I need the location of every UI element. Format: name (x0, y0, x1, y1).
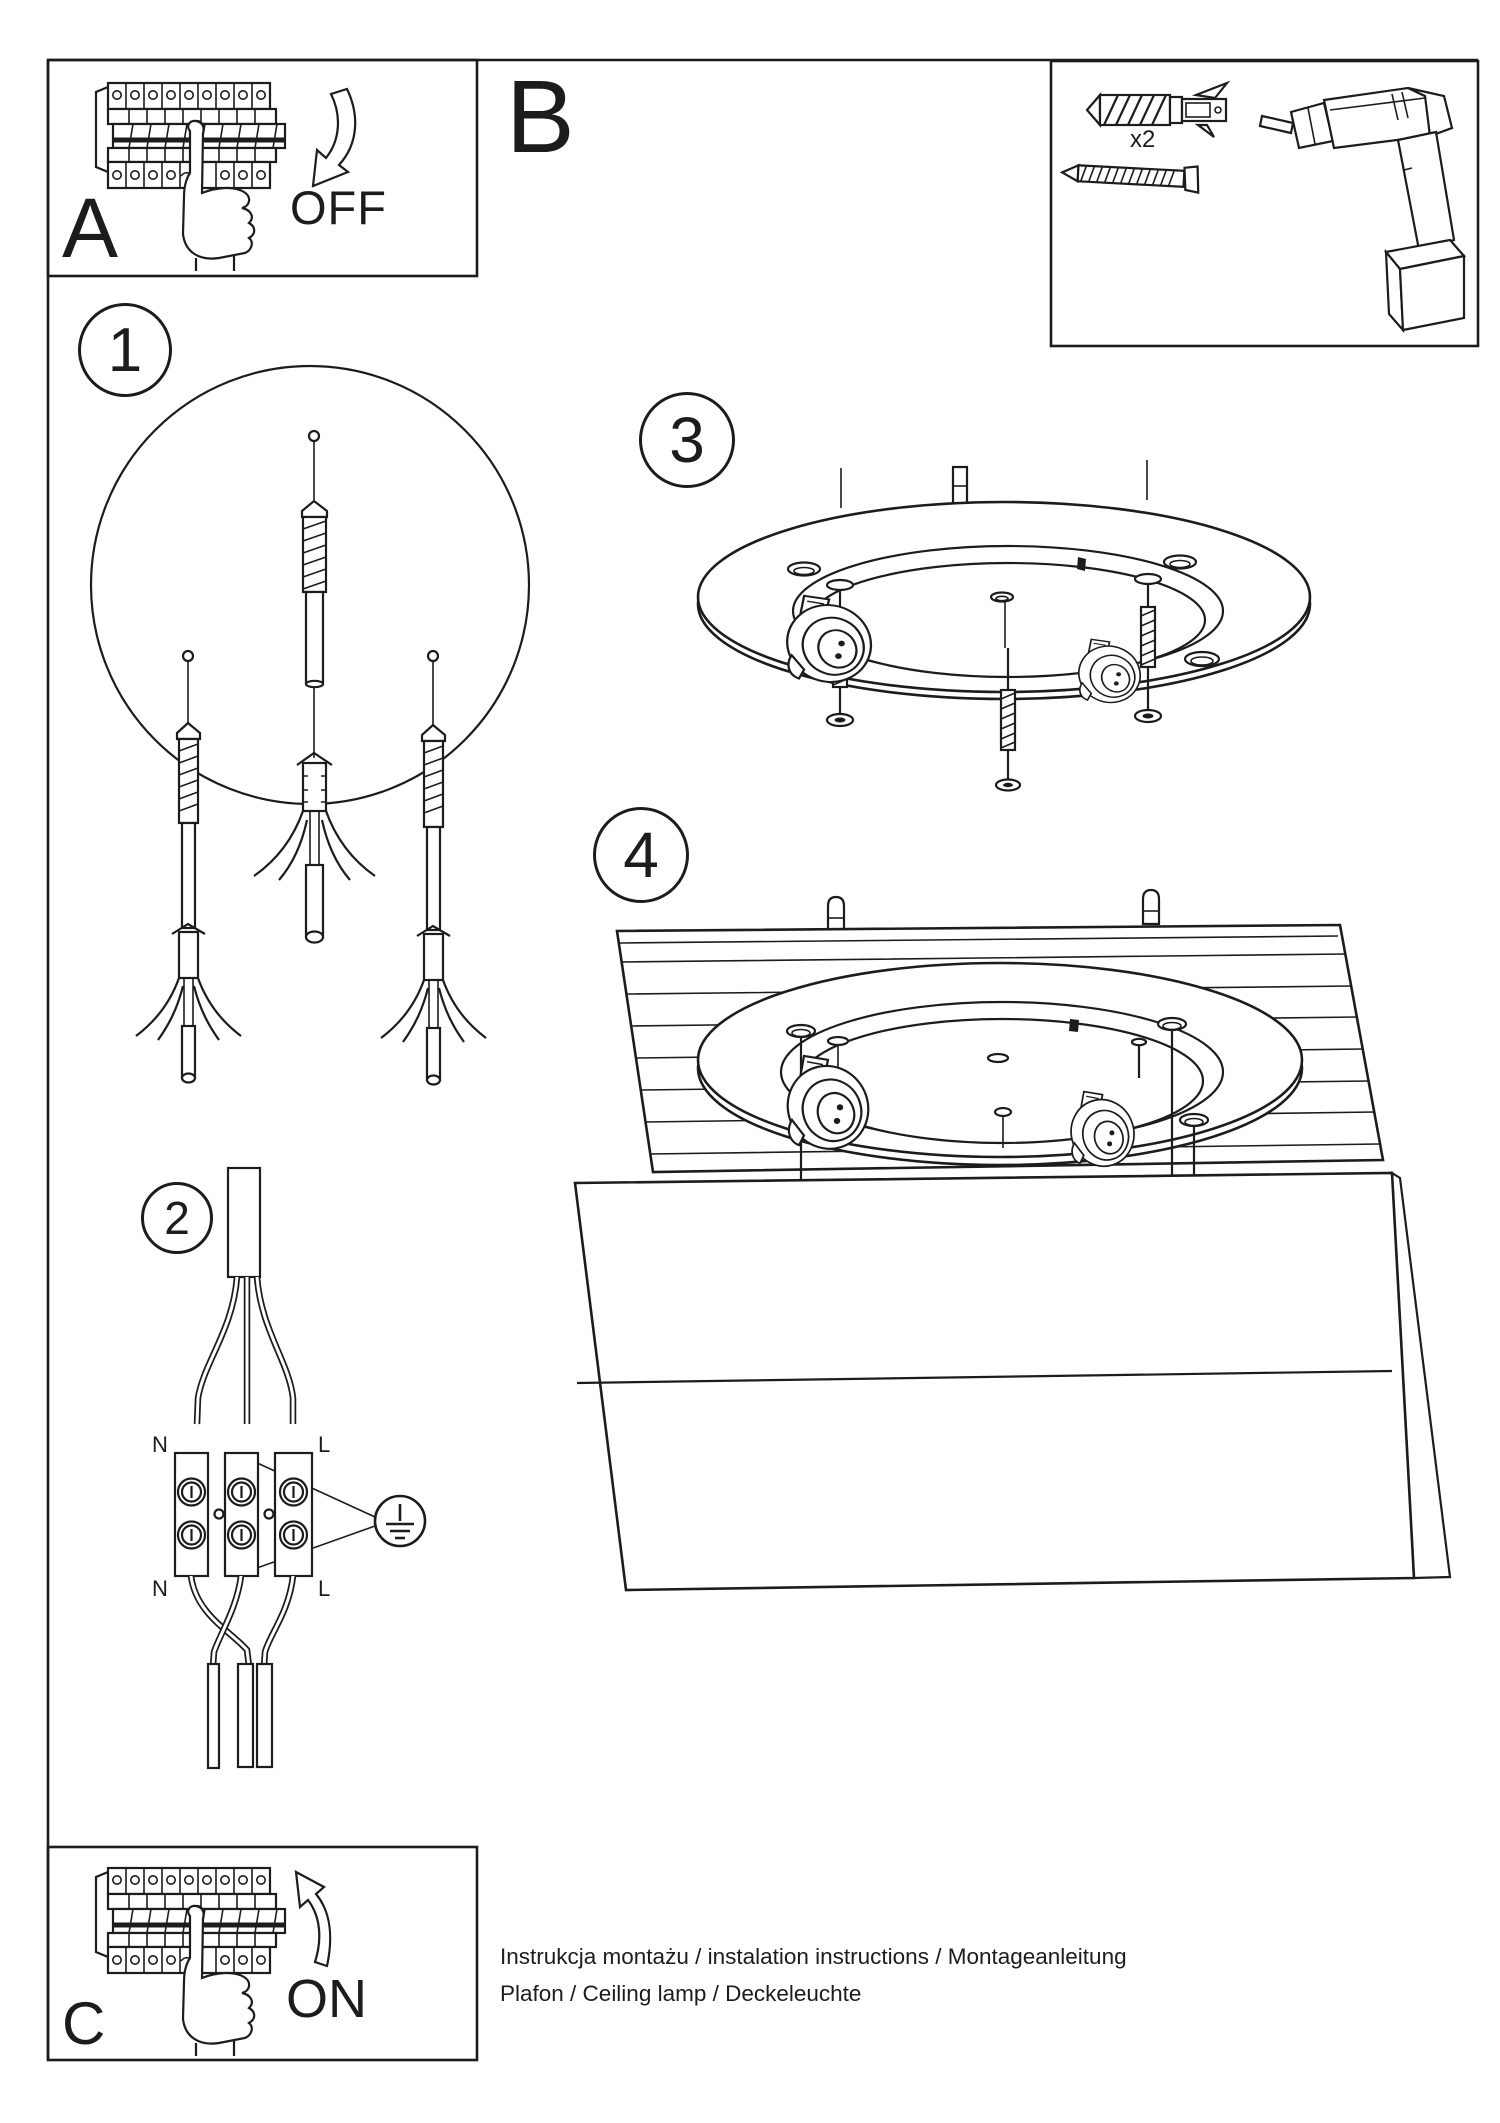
step-3-badge: 3 (639, 392, 735, 488)
step3-plate-illustration (696, 460, 1312, 792)
screw-icon (1059, 163, 1200, 194)
terminal-block (173, 1451, 210, 1578)
panel-a-illustration (96, 83, 357, 271)
drill-icon (1258, 86, 1467, 334)
cable-sheath-bottom-right (255, 1662, 274, 1769)
cable-sheath-bottom-left (206, 1662, 221, 1770)
step-4-number: 4 (623, 819, 659, 891)
tools-panel-box (1049, 59, 1480, 348)
live-label-bottom: L (318, 1576, 331, 1601)
step-1-badge: 1 (78, 303, 172, 397)
step2-wiring-illustration (173, 1166, 427, 1770)
panel-c-illustration (96, 1868, 332, 2056)
step-2-badge: 2 (141, 1182, 213, 1254)
live-label-top: L (318, 1432, 331, 1457)
plate-screw-right (1133, 572, 1163, 724)
section-b-label: B (506, 59, 575, 174)
step-4-badge: 4 (593, 807, 689, 903)
step-2-number: 2 (164, 1192, 190, 1244)
panel-c-label: C (62, 1990, 106, 2057)
neutral-label-bottom: N (152, 1576, 168, 1601)
tools-illustrations (1059, 80, 1467, 334)
anchor-assembly-left (135, 649, 242, 1084)
step1-anchors-illustration (89, 364, 531, 1086)
on-label: ON (286, 1969, 367, 2029)
off-arrow-icon (311, 87, 357, 188)
mounting-tab (951, 465, 969, 509)
cable-sheath-top (226, 1166, 262, 1279)
neutral-label-top: N (152, 1432, 168, 1457)
lamp-shade-box (573, 1171, 1416, 1592)
footer-instructions-line: Instrukcja montażu / instalation instruc… (500, 1944, 1127, 1969)
step4-assembly-illustration (573, 888, 1452, 1592)
anchor-assembly-right (380, 649, 487, 1086)
plate-screw-center (994, 602, 1022, 792)
cable-sheath-bottom-mid (236, 1662, 255, 1769)
footer-product-line: Plafon / Ceiling lamp / Deckeleuchte (500, 1981, 862, 2006)
panel-a-box (46, 58, 479, 278)
ground-symbol-icon (373, 1494, 427, 1548)
anchor-assembly-center (253, 429, 376, 944)
step-1-number: 1 (107, 315, 143, 385)
on-arrow-icon (294, 1870, 332, 1968)
panel-c-box (46, 1845, 479, 2062)
wall-plug-icon (1085, 80, 1231, 138)
off-label: OFF (290, 181, 387, 234)
page-frame (46, 58, 1480, 2062)
step-3-number: 3 (669, 404, 705, 476)
anchor-count-label: x2 (1130, 126, 1156, 153)
panel-a-label: A (62, 181, 119, 275)
